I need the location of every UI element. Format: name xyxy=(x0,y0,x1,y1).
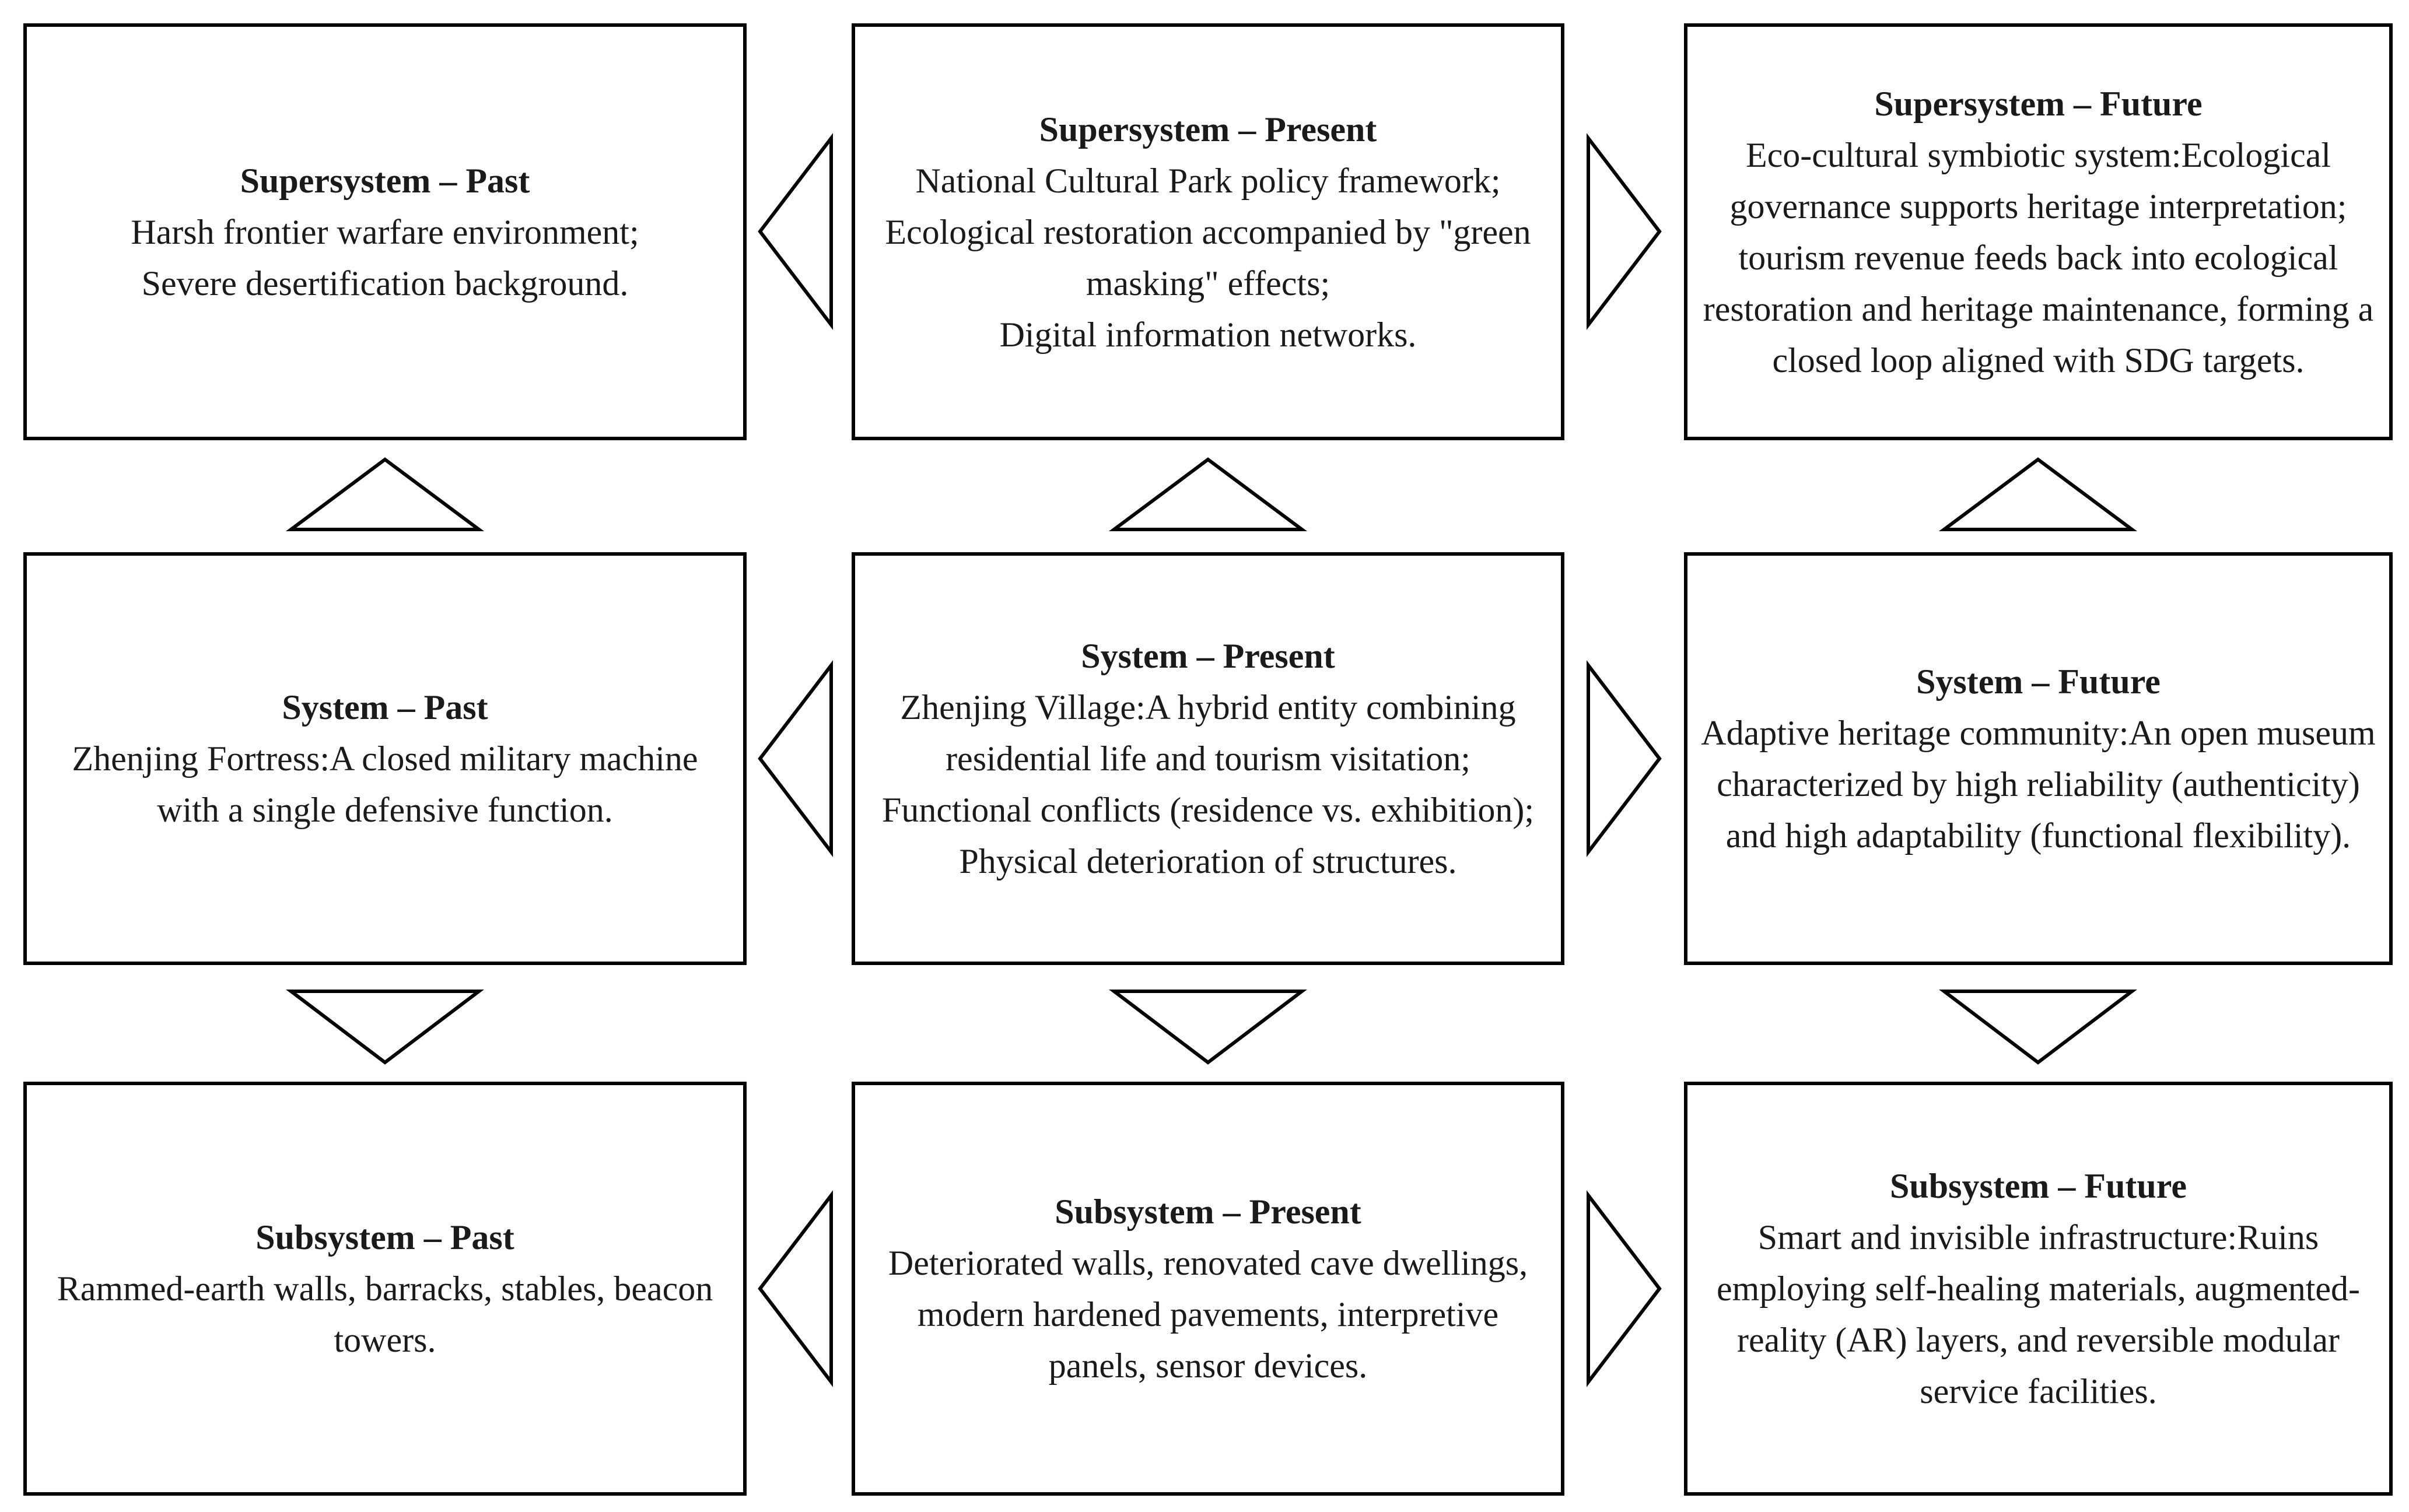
cell-system-future: System – Future Adaptive heritage commun… xyxy=(1684,552,2393,965)
cell-subsystem-present: Subsystem – Present Deteriorated walls, … xyxy=(852,1082,1564,1496)
cell-subsystem-future: Subsystem – Future Smart and invisible i… xyxy=(1684,1082,2393,1496)
arrow-left-icon-system xyxy=(758,660,833,857)
arrow-up-icon-present xyxy=(1108,457,1308,531)
cell-title: Supersystem – Past xyxy=(240,161,530,200)
cell-body: Smart and invisible infrastructure:Ruins… xyxy=(1717,1218,2360,1411)
arrow-right-icon-supersystem xyxy=(1587,133,1662,330)
cell-title: Supersystem – Present xyxy=(1039,110,1377,149)
cell-system-present: System – Present Zhenjing Village:A hybr… xyxy=(852,552,1564,965)
cell-title: Subsystem – Past xyxy=(255,1218,514,1257)
cell-supersystem-future: Supersystem – Future Eco-cultural symbio… xyxy=(1684,23,2393,440)
arrow-up-icon-future xyxy=(1938,457,2138,531)
cell-title: Subsystem – Future xyxy=(1890,1167,2187,1205)
cell-supersystem-present: Supersystem – Present National Cultural … xyxy=(852,23,1564,440)
cell-body: Zhenjing Village:A hybrid entity combini… xyxy=(881,688,1535,880)
arrow-left-icon-supersystem xyxy=(758,133,833,330)
cell-body: Adaptive heritage community:An open muse… xyxy=(1701,714,2376,855)
cell-title: Supersystem – Future xyxy=(1874,84,2203,123)
cell-body: Zhenjing Fortress:A closed military mach… xyxy=(72,739,698,829)
cell-body: Deteriorated walls, renovated cave dwell… xyxy=(888,1244,1528,1385)
cell-body: National Cultural Park policy framework;… xyxy=(885,161,1531,354)
arrow-right-icon-subsystem xyxy=(1587,1190,1662,1387)
cell-supersystem-past: Supersystem – Past Harsh frontier warfar… xyxy=(23,23,747,440)
cell-subsystem-past: Subsystem – Past Rammed-earth walls, bar… xyxy=(23,1082,747,1496)
arrow-up-icon-past xyxy=(285,457,485,531)
cell-body: Eco-cultural symbiotic system:Ecological… xyxy=(1703,135,2374,380)
arrow-down-icon-past xyxy=(286,990,484,1065)
arrow-left-icon-subsystem xyxy=(758,1190,833,1387)
cell-body: Harsh frontier warfare environment; Seve… xyxy=(131,212,639,303)
cell-title: System – Present xyxy=(1081,637,1335,675)
arrow-down-icon-present xyxy=(1109,990,1307,1065)
arrow-right-icon-system xyxy=(1587,660,1662,857)
cell-title: Subsystem – Present xyxy=(1055,1192,1361,1231)
cell-body: Rammed-earth walls, barracks, stables, b… xyxy=(57,1269,713,1359)
cell-system-past: System – Past Zhenjing Fortress:A closed… xyxy=(23,552,747,965)
cell-title: System – Future xyxy=(1916,662,2161,701)
arrow-down-icon-future xyxy=(1939,990,2137,1065)
cell-title: System – Past xyxy=(282,688,488,727)
